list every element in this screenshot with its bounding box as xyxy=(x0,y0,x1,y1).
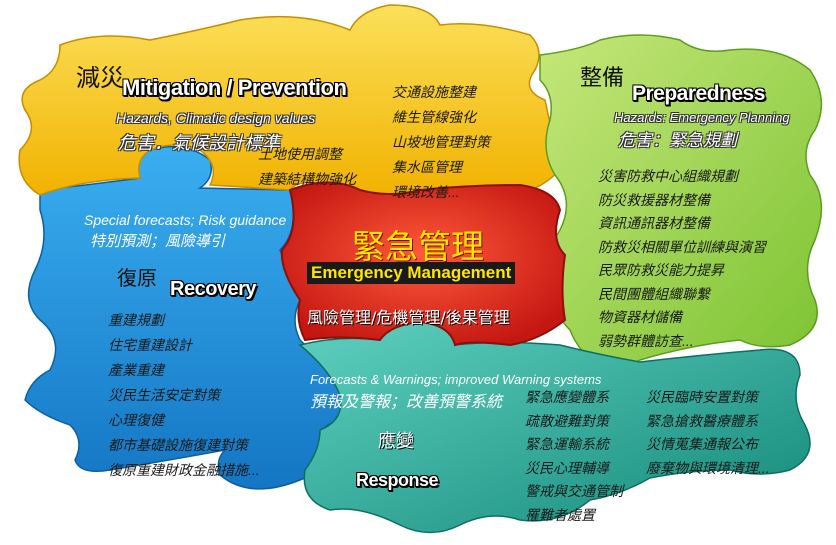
list-item: 防救災相關單位訓練與演習 xyxy=(598,238,766,255)
mitigation-items-right: 交通設施整建 維生管線強化 山坡地管理對策 集水區管理 環境改善... xyxy=(392,80,490,205)
list-item: 土地使用調整 xyxy=(258,146,342,162)
list-item: 資訊通訊器材整備 xyxy=(598,215,710,231)
list-item: 都市基礎設施復建對策 xyxy=(108,437,248,453)
list-item: 災情蒐集通報公布 xyxy=(646,436,758,452)
preparedness-sub-en: Hazards: Emergency Planning xyxy=(614,110,790,125)
mitigation-en-title: Mitigation / Prevention xyxy=(122,75,347,100)
center-subtitle: 風險管理/危機管理/後果管理 xyxy=(307,308,510,327)
response-items-right: 災民臨時安置對策 緊急搶救醫療體系 災情蒐集通報公布 廢棄物與環境清理... xyxy=(646,386,770,480)
list-item: 民間團體組織聯繫 xyxy=(598,285,710,302)
mitigation-sub-en: Hazards, Climatic design values xyxy=(116,110,316,126)
list-item: 交通設施整建 xyxy=(392,84,476,100)
recovery-items: 重建規劃 住宅重建設計 產業重建 災民生活安定對策 心理復健 都市基礎設施復建對… xyxy=(108,308,260,483)
response-items-left: 緊急應變體系 疏散避難對策 緊急運輸系統 災民心理輔導 警戒與交通管制 罹難者處… xyxy=(525,386,623,527)
preparedness-sub-zh: 危害：緊急規劃 xyxy=(618,131,737,150)
list-item: 廢棄物與環境清理... xyxy=(646,459,770,476)
mitigation-sub-zh: 危害．氣候設計標準 xyxy=(118,133,280,153)
list-item: 集水區管理 xyxy=(392,159,462,175)
preparedness-zh-title: 整備 xyxy=(580,66,625,91)
preparedness-en-title: Preparedness xyxy=(632,82,765,105)
list-item: 災害防救中心組織規劃 xyxy=(598,168,738,184)
list-item: 復原重建財政金融措施... xyxy=(108,462,260,478)
list-item: 住宅重建設計 xyxy=(108,337,192,353)
list-item: 災民臨時安置對策 xyxy=(646,389,758,405)
list-item: 產業重建 xyxy=(108,362,164,378)
list-item: 重建規劃 xyxy=(108,312,164,328)
preparedness-piece xyxy=(539,34,823,368)
list-item: 建築結構物強化 xyxy=(258,171,356,187)
list-item: 民眾防救災能力提昇 xyxy=(598,262,724,278)
list-item: 疏散避難對策 xyxy=(525,412,609,429)
list-item: 緊急運輸系統 xyxy=(525,436,609,452)
list-item: 警戒與交通管制 xyxy=(525,483,623,499)
preparedness-items: 災害防救中心組織規劃 防災救援器材整備 資訊通訊器材整備 防救災相關單位訓練與演… xyxy=(598,165,766,353)
list-item: 弱勢群體訪查... xyxy=(598,332,694,349)
list-item: 物資器材儲備 xyxy=(598,309,682,325)
mitigation-zh-title: 減災 xyxy=(76,64,124,92)
list-item: 緊急搶救醫療體系 xyxy=(646,412,758,429)
list-item: 環境改善... xyxy=(392,184,460,200)
center-en-title: Emergency Management xyxy=(307,262,516,284)
center-zh-title: 緊急管理 xyxy=(352,227,484,266)
recovery-en-title: Recovery xyxy=(170,278,257,300)
list-item: 災民生活安定對策 xyxy=(108,387,220,403)
list-item: 心理復健 xyxy=(108,412,164,428)
list-item: 災民心理輔導 xyxy=(525,459,609,476)
list-item: 防災救援器材整備 xyxy=(598,191,710,208)
mitigation-items-left: 土地使用調整 建築結構物強化 xyxy=(258,142,356,192)
recovery-sub-en: Special forecasts; Risk guidance xyxy=(84,212,287,228)
list-item: 罹難者處置 xyxy=(525,506,595,523)
response-sub-en: Forecasts & Warnings; improved Warning s… xyxy=(310,372,602,387)
response-sub-zh: 預報及警報；改善預警系統 xyxy=(310,394,503,411)
list-item: 緊急應變體系 xyxy=(525,389,609,405)
list-item: 山坡地管理對策 xyxy=(392,134,490,150)
response-zh-title: 應變 xyxy=(378,431,414,452)
list-item: 維生管線強化 xyxy=(392,109,476,125)
response-en-title: Response xyxy=(356,470,439,490)
recovery-sub-zh: 特別預測；風險導引 xyxy=(90,233,226,250)
recovery-zh-title: 復原 xyxy=(117,266,157,290)
